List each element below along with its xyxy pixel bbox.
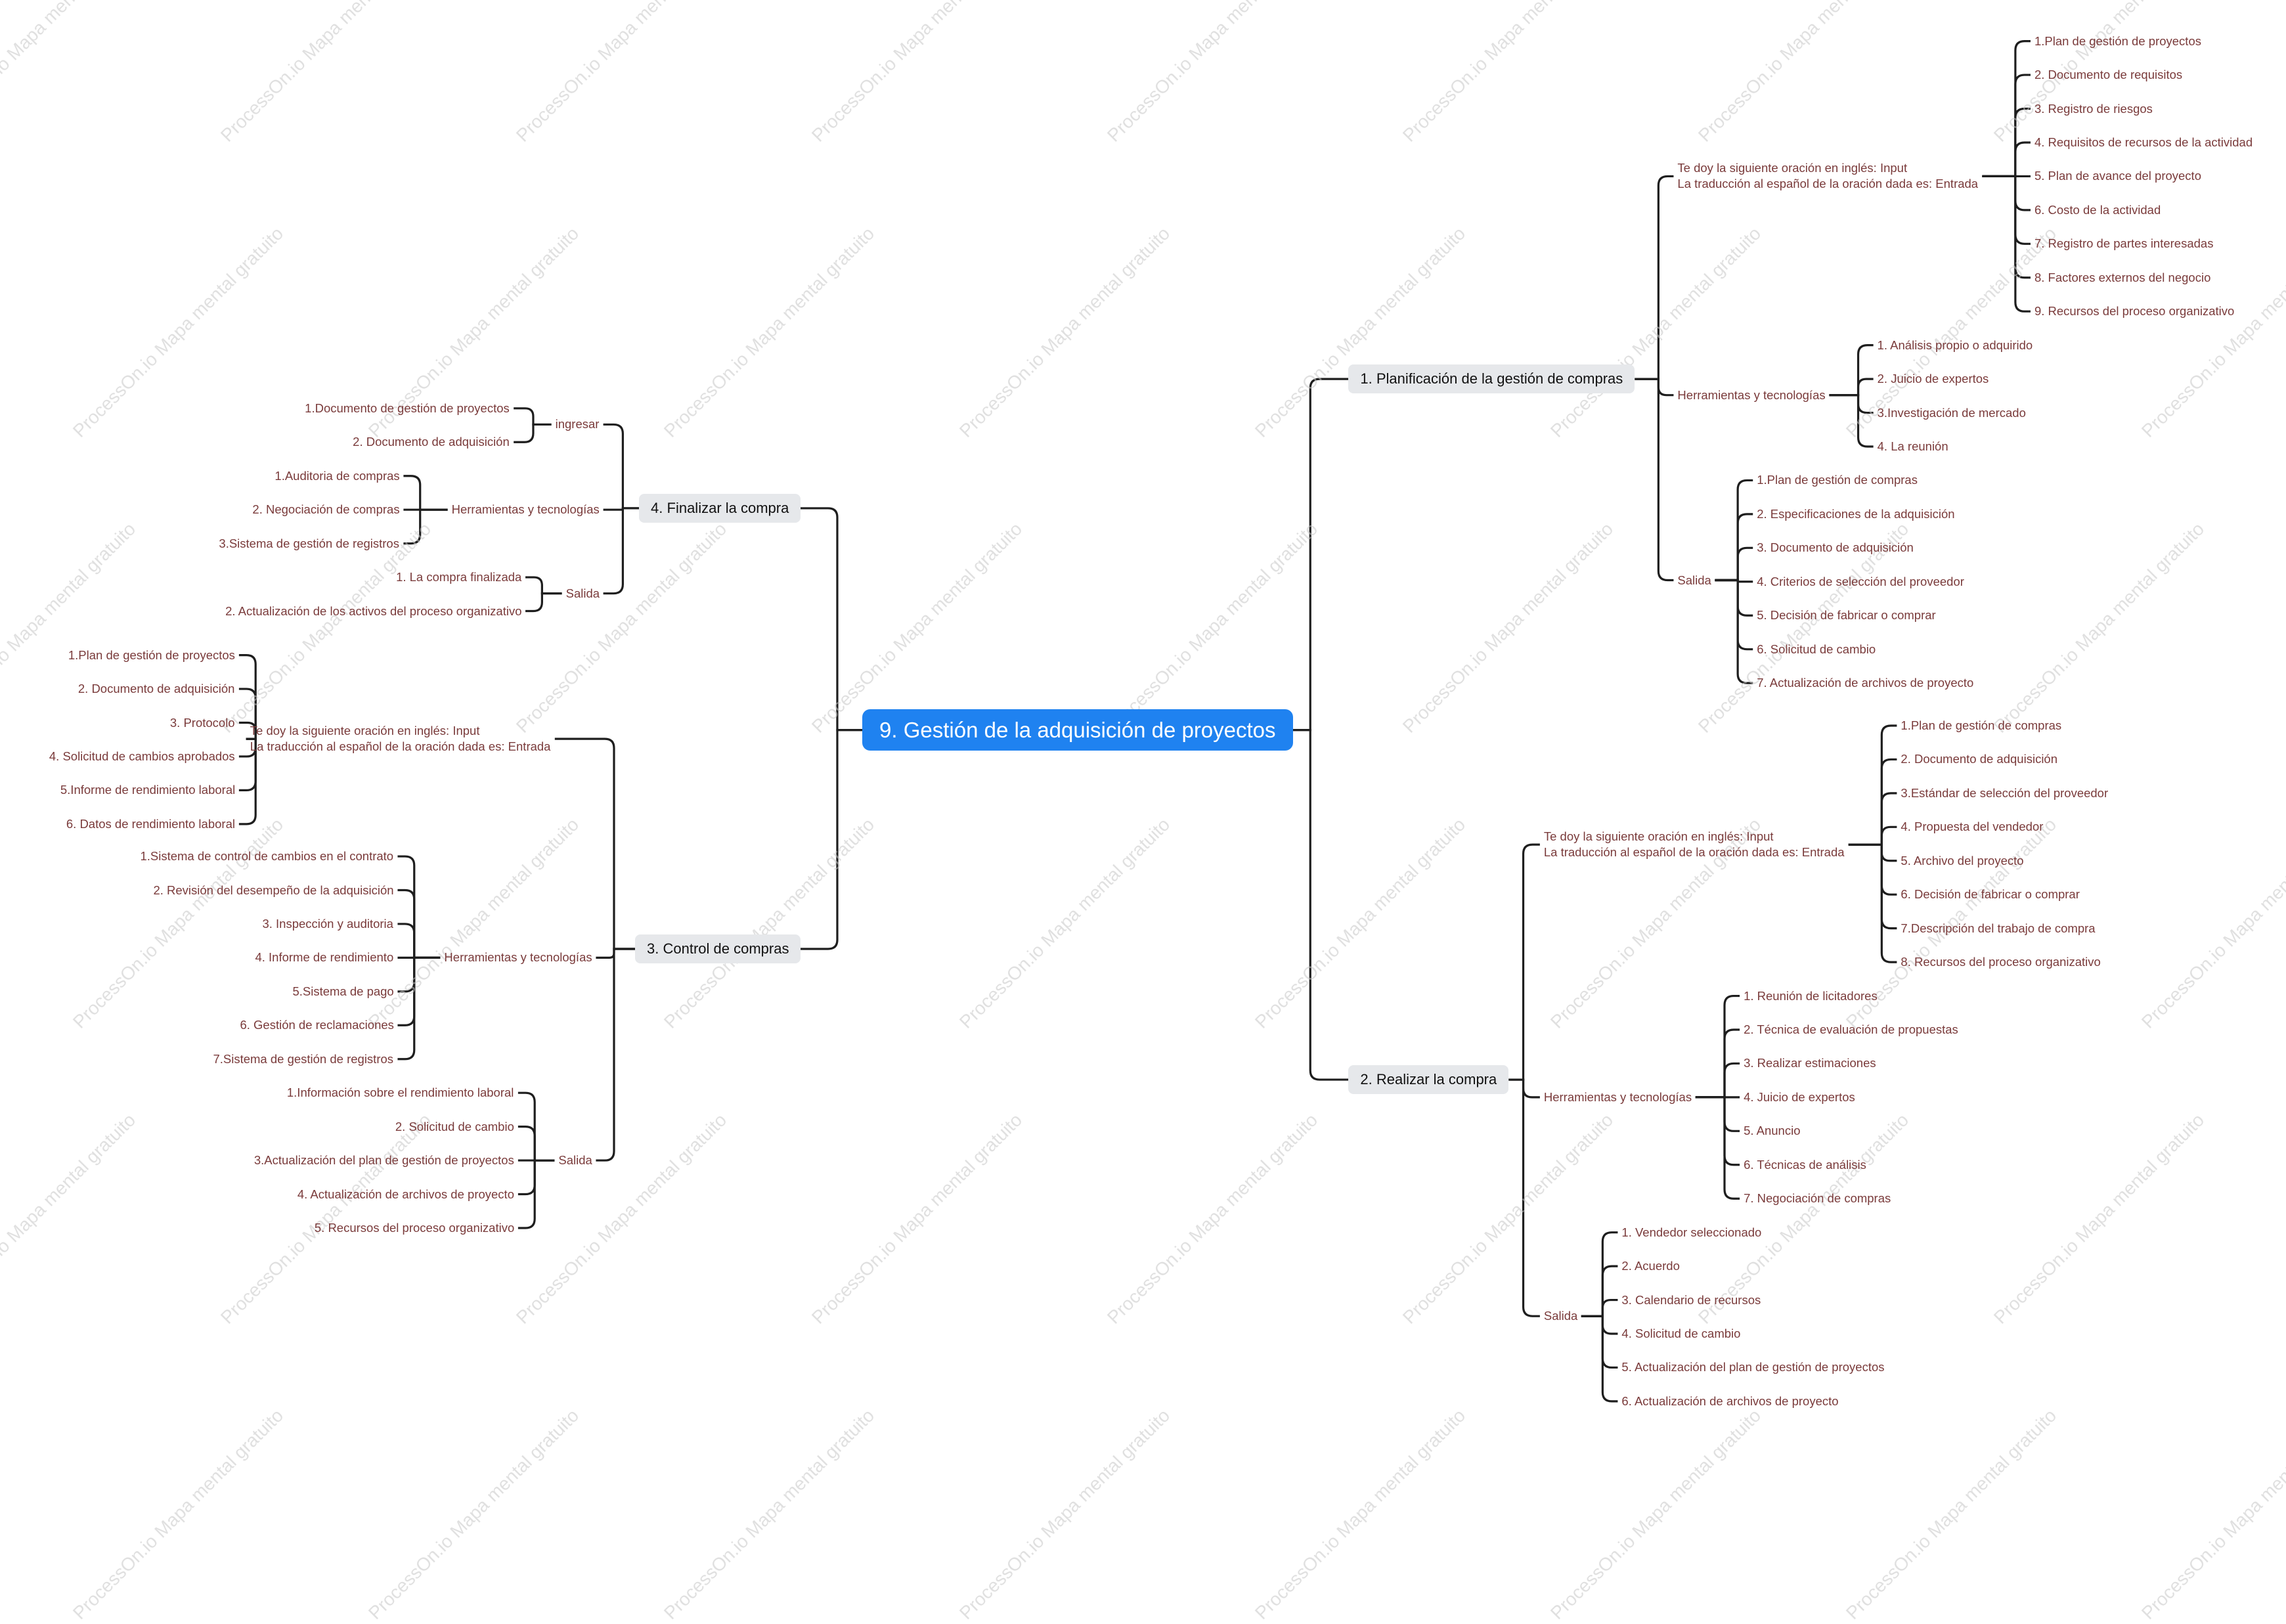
leaf-topic[interactable]: 7. Actualización de archivos de proyecto xyxy=(1757,675,1973,691)
subtopic-label-line: La traducción al español de la oración d… xyxy=(1544,845,1845,860)
leaf-topic[interactable]: 4. Informe de rendimiento xyxy=(255,950,393,965)
subtopic-ingresar[interactable]: ingresar xyxy=(556,416,600,432)
branch-planificacion[interactable]: 1. Planificación de la gestión de compra… xyxy=(1348,364,1635,393)
leaf-topic[interactable]: 6. Decisión de fabricar o comprar xyxy=(1901,887,2079,902)
leaf-topic[interactable]: 6. Actualización de archivos de proyecto xyxy=(1621,1394,1838,1409)
leaf-topic[interactable]: 6. Datos de rendimiento laboral xyxy=(66,816,235,832)
branch-realizar-compra[interactable]: 2. Realizar la compra xyxy=(1348,1065,1508,1094)
subtopic-label-line: Te doy la siguiente oración en inglés: I… xyxy=(1544,829,1845,845)
leaf-topic[interactable]: 7. Negociación de compras xyxy=(1744,1191,1891,1206)
subtopic-salida[interactable]: Salida xyxy=(1677,573,1711,588)
branch-finalizar-compra[interactable]: 4. Finalizar la compra xyxy=(639,494,801,523)
leaf-topic[interactable]: 6. Costo de la actividad xyxy=(2034,202,2161,218)
leaf-topic[interactable]: 3.Estándar de selección del proveedor xyxy=(1901,785,2108,801)
leaf-topic[interactable]: 3.Investigación de mercado xyxy=(1878,405,2026,421)
leaf-topic[interactable]: 2. Documento de adquisición xyxy=(1901,751,2057,767)
leaf-topic[interactable]: 3. Calendario de recursos xyxy=(1621,1292,1761,1308)
subtopic-entrada[interactable]: Te doy la siguiente oración en inglés: I… xyxy=(1677,160,1978,192)
subtopic-salida[interactable]: Salida xyxy=(1544,1308,1577,1324)
subtopic-label-line: La traducción al español de la oración d… xyxy=(250,739,551,755)
subtopic-salida[interactable]: Salida xyxy=(566,586,600,602)
leaf-topic[interactable]: 2. Juicio de expertos xyxy=(1878,371,1989,387)
leaf-topic[interactable]: 2. Técnica de evaluación de propuestas xyxy=(1744,1022,1958,1038)
leaf-topic[interactable]: 4. Requisitos de recursos de la activida… xyxy=(2034,135,2253,150)
subtopic-salida[interactable]: Salida xyxy=(558,1152,592,1168)
subtopic-entrada[interactable]: Te doy la siguiente oración en inglés: I… xyxy=(250,723,551,755)
leaf-topic[interactable]: 1. Reunión de licitadores xyxy=(1744,988,1878,1004)
leaf-topic[interactable]: 5.Informe de rendimiento laboral xyxy=(60,782,235,798)
subtopic-herramientas[interactable]: Herramientas y tecnologías xyxy=(444,950,592,965)
leaf-topic[interactable]: 2. Documento de requisitos xyxy=(2034,67,2182,83)
leaf-topic[interactable]: 2. Revisión del desempeño de la adquisic… xyxy=(153,883,393,898)
leaf-topic[interactable]: 3.Actualización del plan de gestión de p… xyxy=(254,1152,514,1168)
leaf-topic[interactable]: 8. Factores externos del negocio xyxy=(2034,270,2210,286)
leaf-topic[interactable]: 7. Registro de partes interesadas xyxy=(2034,236,2214,252)
mind-map: 9. Gestión de la adquisición de proyecto… xyxy=(0,0,2286,1442)
leaf-topic[interactable]: 4. Solicitud de cambio xyxy=(1621,1326,1740,1342)
leaf-topic[interactable]: 4. Solicitud de cambios aprobados xyxy=(49,749,235,764)
leaf-topic[interactable]: 2. Actualización de los activos del proc… xyxy=(225,604,521,619)
leaf-topic[interactable]: 4. Juicio de expertos xyxy=(1744,1089,1855,1105)
leaf-topic[interactable]: 7.Descripción del trabajo de compra xyxy=(1901,921,2095,936)
leaf-topic[interactable]: 1.Información sobre el rendimiento labor… xyxy=(287,1085,514,1101)
leaf-topic[interactable]: 1. Vendedor seleccionado xyxy=(1621,1225,1761,1240)
leaf-topic[interactable]: 5. Decisión de fabricar o comprar xyxy=(1757,607,1935,623)
leaf-topic[interactable]: 4. Criterios de selección del proveedor xyxy=(1757,574,1964,590)
leaf-topic[interactable]: 1.Plan de gestión de proyectos xyxy=(2034,33,2201,49)
leaf-topic[interactable]: 1. La compra finalizada xyxy=(396,569,521,585)
leaf-topic[interactable]: 1.Plan de gestión de compras xyxy=(1901,718,2061,734)
branch-control-compras[interactable]: 3. Control de compras xyxy=(635,934,801,963)
leaf-topic[interactable]: 1.Sistema de control de cambios en el co… xyxy=(140,848,393,864)
leaf-topic[interactable]: 5.Sistema de pago xyxy=(292,984,393,999)
leaf-topic[interactable]: 9. Recursos del proceso organizativo xyxy=(2034,303,2234,319)
leaf-topic[interactable]: 4. Propuesta del vendedor xyxy=(1901,819,2043,835)
leaf-topic[interactable]: 4. Actualización de archivos de proyecto xyxy=(297,1187,514,1202)
leaf-topic[interactable]: 2. Acuerdo xyxy=(1621,1258,1679,1274)
leaf-topic[interactable]: 2. Especificaciones de la adquisición xyxy=(1757,506,1954,522)
leaf-topic[interactable]: 7.Sistema de gestión de registros xyxy=(213,1051,393,1067)
leaf-topic[interactable]: 5. Recursos del proceso organizativo xyxy=(315,1220,514,1236)
leaf-topic[interactable]: 3. Registro de riesgos xyxy=(2034,101,2153,117)
leaf-topic[interactable]: 5. Archivo del proyecto xyxy=(1901,853,2023,869)
leaf-topic[interactable]: 6. Solicitud de cambio xyxy=(1757,642,1876,657)
subtopic-label-line: La traducción al español de la oración d… xyxy=(1677,176,1978,192)
leaf-topic[interactable]: 5. Actualización del plan de gestión de … xyxy=(1621,1359,1884,1375)
subtopic-label-line: Te doy la siguiente oración en inglés: I… xyxy=(1677,160,1978,176)
leaf-topic[interactable]: 3. Realizar estimaciones xyxy=(1744,1055,1876,1071)
leaf-topic[interactable]: 4. La reunión xyxy=(1878,439,1948,454)
leaf-topic[interactable]: 3. Protocolo xyxy=(170,715,235,731)
subtopic-herramientas[interactable]: Herramientas y tecnologías xyxy=(1677,387,1825,403)
leaf-topic[interactable]: 2. Documento de adquisición xyxy=(78,681,235,697)
root-topic[interactable]: 9. Gestión de la adquisición de proyecto… xyxy=(862,709,1293,751)
leaf-topic[interactable]: 2. Solicitud de cambio xyxy=(395,1119,514,1135)
subtopic-herramientas[interactable]: Herramientas y tecnologías xyxy=(452,502,600,517)
leaf-topic[interactable]: 2. Negociación de compras xyxy=(252,502,399,517)
leaf-topic[interactable]: 5. Plan de avance del proyecto xyxy=(2034,168,2201,184)
leaf-topic[interactable]: 6. Técnicas de análisis xyxy=(1744,1157,1866,1173)
leaf-topic[interactable]: 1.Auditoria de compras xyxy=(275,468,399,484)
leaf-topic[interactable]: 8. Recursos del proceso organizativo xyxy=(1901,954,2100,970)
leaf-topic[interactable]: 1.Plan de gestión de proyectos xyxy=(68,647,235,663)
leaf-topic[interactable]: 1.Documento de gestión de proyectos xyxy=(305,401,510,416)
leaf-topic[interactable]: 2. Documento de adquisición xyxy=(353,434,510,450)
leaf-topic[interactable]: 5. Anuncio xyxy=(1744,1123,1800,1139)
subtopic-entrada[interactable]: Te doy la siguiente oración en inglés: I… xyxy=(1544,829,1845,860)
leaf-topic[interactable]: 6. Gestión de reclamaciones xyxy=(240,1017,393,1033)
leaf-topic[interactable]: 1.Plan de gestión de compras xyxy=(1757,472,1918,488)
subtopic-label-line: Te doy la siguiente oración en inglés: I… xyxy=(250,723,551,739)
leaf-topic[interactable]: 3. Inspección y auditoria xyxy=(262,916,393,932)
leaf-topic[interactable]: 3. Documento de adquisición xyxy=(1757,540,1914,556)
subtopic-herramientas[interactable]: Herramientas y tecnologías xyxy=(1544,1089,1692,1105)
leaf-topic[interactable]: 3.Sistema de gestión de registros xyxy=(219,536,399,552)
leaf-topic[interactable]: 1. Análisis propio o adquirido xyxy=(1878,338,2033,353)
